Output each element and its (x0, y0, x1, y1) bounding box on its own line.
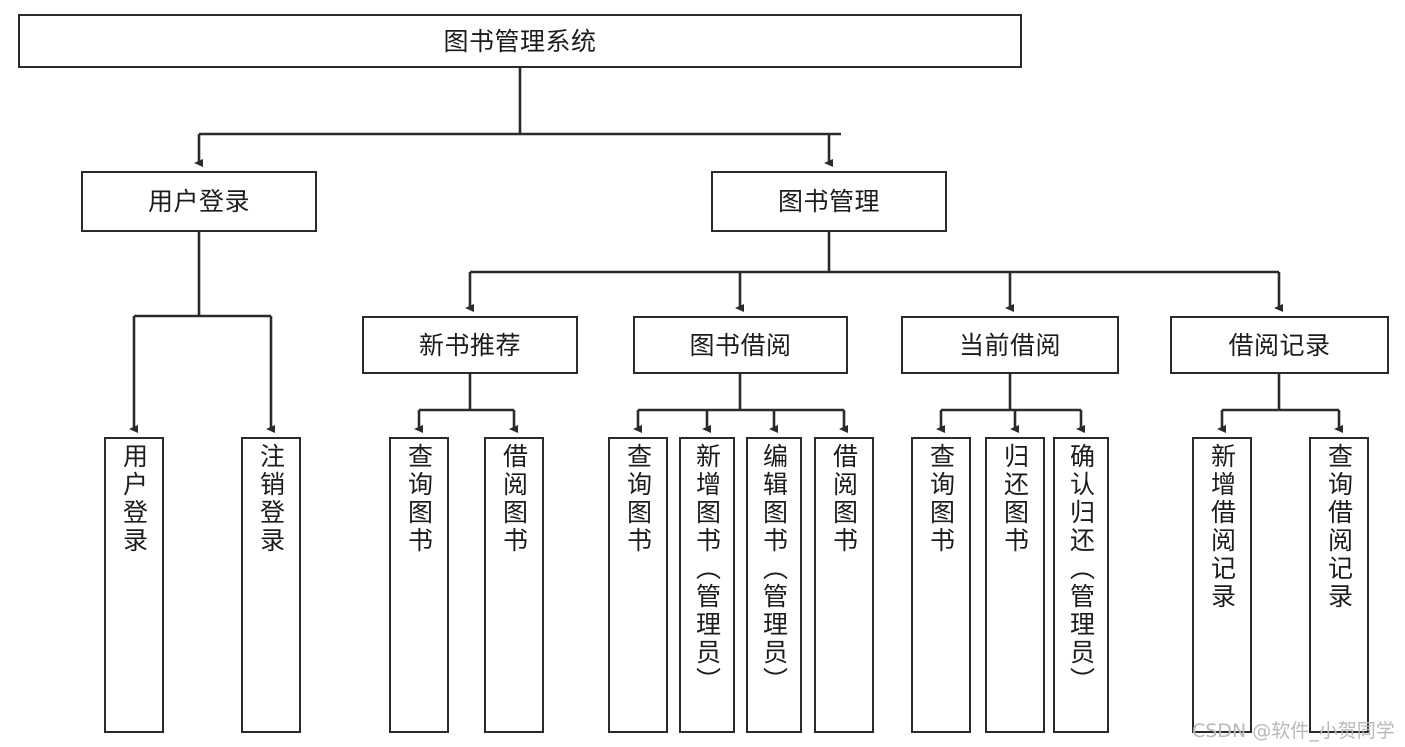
node-leaf-return-book-label: 归还图书 (1000, 443, 1030, 555)
node-leaf-add-borrow-record-label: 新增借阅记录 (1207, 443, 1237, 611)
node-leaf-query-book-3-label: 查询图书 (926, 443, 956, 555)
node-leaf-user-login-label: 用户登录 (119, 443, 149, 555)
csdn-watermark: CSDN @软件_小贺同学 (1192, 716, 1395, 743)
node-new-book-recommend[interactable]: 新书推荐 (362, 316, 578, 374)
node-borrow-record-label: 借阅记录 (1228, 330, 1331, 360)
node-leaf-add-borrow-record[interactable]: 新增借阅记录 (1192, 437, 1252, 733)
node-leaf-confirm-return-admin-label: 确认归还（管理员） (1066, 443, 1096, 695)
node-book-borrow-label: 图书借阅 (689, 330, 792, 360)
node-leaf-return-book[interactable]: 归还图书 (985, 437, 1045, 733)
node-leaf-borrow-book-1[interactable]: 借阅图书 (484, 437, 544, 733)
node-leaf-confirm-return-admin[interactable]: 确认归还（管理员） (1053, 437, 1109, 733)
node-leaf-query-borrow-record[interactable]: 查询借阅记录 (1309, 437, 1369, 733)
node-book-manage-label: 图书管理 (777, 187, 880, 216)
csdn-watermark-text: CSDN @软件_小贺同学 (1192, 720, 1395, 742)
node-leaf-query-book-1-label: 查询图书 (404, 443, 434, 555)
node-leaf-query-book-2-label: 查询图书 (623, 443, 653, 555)
node-leaf-user-logout-label: 注销登录 (256, 443, 286, 555)
node-leaf-borrow-book-2-label: 借阅图书 (829, 443, 859, 555)
node-user-login[interactable]: 用户登录 (81, 171, 317, 232)
node-current-borrow[interactable]: 当前借阅 (901, 316, 1119, 374)
node-user-login-label: 用户登录 (147, 187, 250, 216)
node-leaf-query-borrow-record-label: 查询借阅记录 (1324, 443, 1354, 611)
node-leaf-query-book-3[interactable]: 查询图书 (911, 437, 971, 733)
node-leaf-borrow-book-1-label: 借阅图书 (499, 443, 529, 555)
node-borrow-record[interactable]: 借阅记录 (1170, 316, 1389, 374)
node-root-label: 图书管理系统 (443, 26, 597, 56)
node-book-borrow[interactable]: 图书借阅 (633, 316, 848, 374)
node-new-book-recommend-label: 新书推荐 (418, 330, 521, 360)
node-leaf-query-book-1[interactable]: 查询图书 (389, 437, 449, 733)
node-leaf-edit-book-admin-label: 编辑图书（管理员） (759, 443, 789, 695)
node-leaf-user-logout[interactable]: 注销登录 (241, 437, 301, 733)
node-leaf-borrow-book-2[interactable]: 借阅图书 (814, 437, 874, 733)
node-current-borrow-label: 当前借阅 (958, 330, 1061, 360)
node-leaf-add-book-admin-label: 新增图书（管理员） (692, 443, 722, 695)
node-leaf-edit-book-admin[interactable]: 编辑图书（管理员） (746, 437, 802, 733)
node-leaf-query-book-2[interactable]: 查询图书 (608, 437, 668, 733)
node-leaf-user-login[interactable]: 用户登录 (104, 437, 164, 733)
node-leaf-add-book-admin[interactable]: 新增图书（管理员） (679, 437, 735, 733)
node-root[interactable]: 图书管理系统 (18, 14, 1022, 68)
node-book-manage[interactable]: 图书管理 (711, 171, 947, 232)
